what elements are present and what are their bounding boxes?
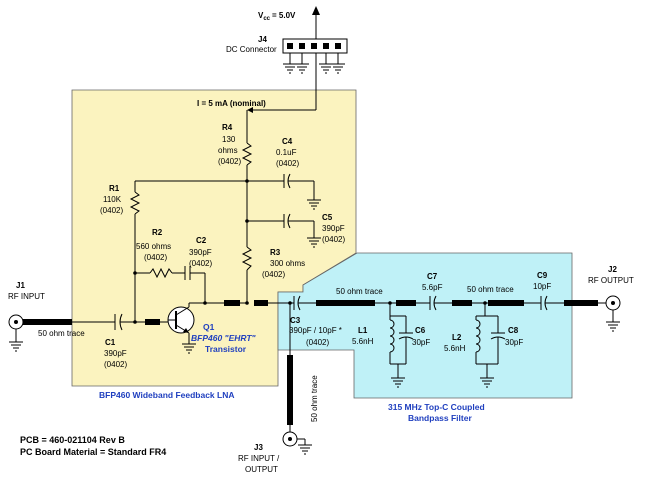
c5-ref: C5 [322,213,333,222]
vcc-label: Vcc= 5.0V [258,11,296,22]
r3-package: (0402) [262,270,285,279]
l2-inductor [475,319,481,353]
ground-icon [294,63,310,74]
c8-ref: C8 [508,326,519,335]
filter-trace-a-label: 50 ohm trace [336,287,383,296]
c6-ref: C6 [415,326,426,335]
c7-ref: C7 [427,272,438,281]
r4-value: 130 [222,135,236,144]
r4-package: (0402) [218,157,241,166]
r1-ref: R1 [109,184,120,193]
c8-value: 30pF [505,338,523,347]
current-label: I = 5 mA (nominal) [197,99,266,108]
lna-caption: BFP460 Wideband Feedback LNA [99,390,234,400]
r4-resistor [241,142,253,166]
c7-value: 5.6pF [422,283,443,292]
j2-ref: J2 [608,265,617,274]
c4-package: (0402) [276,159,299,168]
vcc-arrow-icon [312,6,320,15]
r3-value: 300 ohms [270,259,305,268]
r2-ref: R2 [152,228,163,237]
ground-icon [330,63,346,74]
r2-package: (0402) [144,253,167,262]
l2-value: 5.6nH [444,344,466,353]
pcb-note: PCB = 460-021104 Rev B [20,435,125,445]
r3-ref: R3 [270,248,281,257]
c9-value: 10pF [533,282,551,291]
r2-resistor [149,267,173,279]
j4-ref: J4 [258,35,267,44]
c5-package: (0402) [322,235,345,244]
c2-value: 390pF [189,248,212,257]
j1-desc: RF INPUT [8,292,45,301]
q1-kind: Transistor [205,344,247,354]
r1-value: 110K [103,195,122,204]
r4-ref: R4 [222,123,233,132]
c1-ref: C1 [105,338,116,347]
material-note: PC Board Material = Standard FR4 [20,447,166,457]
c3-value: 390pF / 10pF * [289,326,342,335]
ground-icon [297,444,313,455]
filter-trace-b-label: 50 ohm trace [467,285,514,294]
r4-unit: ohms [218,146,238,155]
c9-ref: C9 [537,271,548,280]
r1-resistor [129,191,141,215]
j2-desc: RF OUTPUT [588,276,634,285]
q1-part: BFP460 "EHRT" [191,333,257,343]
vertical-trace-label: 50 ohm trace [310,375,319,422]
c2-package: (0402) [189,259,212,268]
l1-value: 5.6nH [352,337,374,346]
c1-value: 390pF [104,349,127,358]
l1-ref: L1 [358,326,368,335]
ground-icon [282,63,298,74]
c2-ref: C2 [196,236,207,245]
j3-desc-1: RF INPUT / [238,454,280,463]
ground-icon [605,321,621,332]
j4-desc: DC Connector [226,45,277,54]
input-trace-label: 50 ohm trace [38,329,85,338]
filter-caption-1: 315 MHz Top-C Coupled [388,402,485,412]
l2-ref: L2 [452,333,462,342]
c3-package: (0402) [306,338,329,347]
q1-ref: Q1 [203,322,215,332]
r1-package: (0402) [100,206,123,215]
c4-value: 0.1uF [276,148,297,157]
j1-ref: J1 [16,281,25,290]
c1-package: (0402) [104,360,127,369]
filter-caption-2: Bandpass Filter [408,413,472,423]
c4-ref: C4 [282,137,293,146]
c5-value: 390pF [322,224,345,233]
c3-ref: C3 [290,316,301,325]
ground-icon [8,341,24,352]
c6-value: 30pF [412,338,430,347]
current-arrow-icon [247,107,253,113]
j4-pins [287,43,341,49]
r2-value: 560 ohms [136,242,171,251]
r3-resistor [241,246,253,271]
l1-inductor [389,319,395,353]
j3-desc-2: OUTPUT [245,465,278,474]
ground-icon [318,63,334,74]
j3-ref: J3 [254,443,263,452]
